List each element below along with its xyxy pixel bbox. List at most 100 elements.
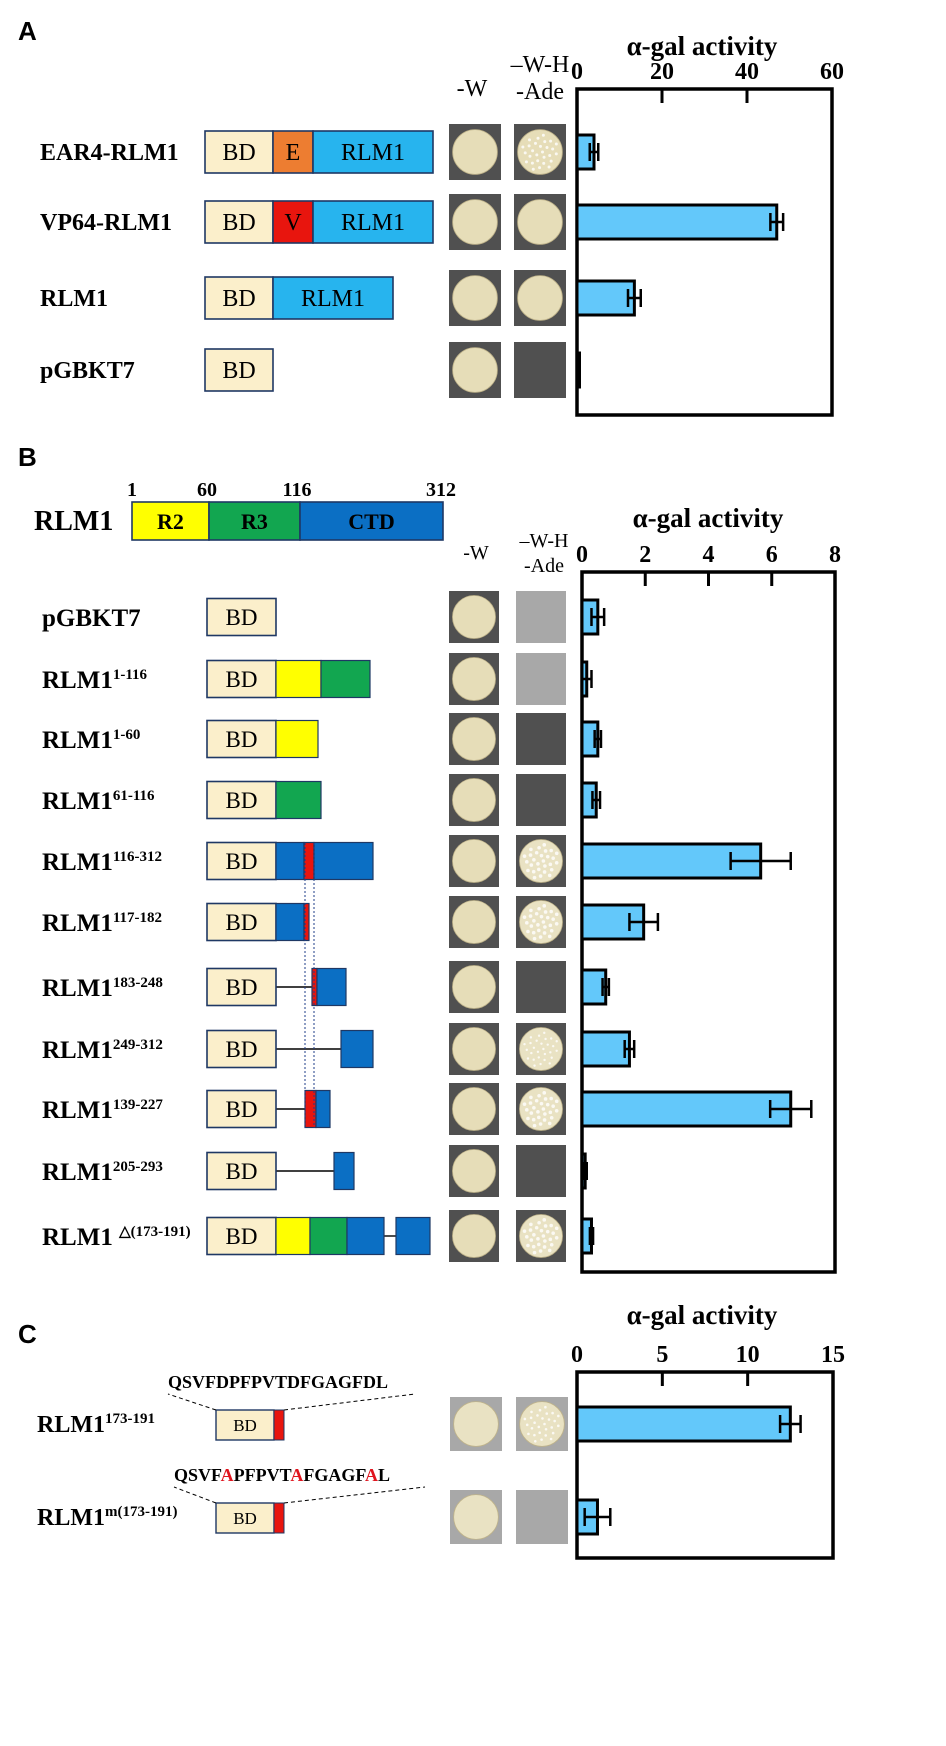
construct-segment — [275, 841, 305, 881]
colony-speckle — [551, 856, 555, 860]
colony-speckle — [525, 1048, 528, 1052]
peptide-segment: QSVF — [174, 1465, 222, 1485]
colony-speckle — [551, 1411, 554, 1415]
construct-segment — [346, 1216, 385, 1256]
colony-speckle — [536, 1050, 540, 1054]
colony-speckle — [523, 1042, 526, 1046]
construct-label-base: RLM1 — [42, 1037, 113, 1064]
colony-speckle — [526, 1243, 530, 1248]
colony-speckle — [543, 910, 548, 914]
construct-label-superscript: △(173-191) — [118, 1224, 191, 1240]
tick-label: 40 — [735, 59, 759, 85]
colony-speckle — [541, 1417, 544, 1420]
chart-frame — [575, 1370, 835, 1560]
plate-background — [516, 653, 566, 705]
colony-speckle — [528, 138, 532, 142]
colony-speckle — [529, 1416, 533, 1420]
colony-speckle — [543, 1239, 547, 1243]
peptide-segment: FGAGF — [303, 1465, 366, 1485]
colony-speckle — [538, 874, 543, 878]
bd-label: BD — [233, 1509, 257, 1528]
colony-speckle — [554, 1099, 559, 1104]
construct-label-base: RLM1 — [42, 1224, 119, 1251]
colony-speckle — [537, 1093, 541, 1098]
construct-label: pGBKT7 — [42, 605, 141, 632]
construct-label-superscript: 116-312 — [113, 849, 162, 865]
colony-speckle — [528, 914, 533, 918]
colony-speckle — [538, 1431, 542, 1435]
bd-domain — [204, 348, 274, 392]
colony-speckle — [524, 860, 529, 864]
bd-label: BD — [226, 1097, 258, 1122]
protein-domain-label: R3 — [241, 509, 268, 534]
chart-frame — [575, 87, 834, 417]
colony-speckle — [530, 1426, 534, 1430]
bd-domain — [206, 1151, 277, 1191]
bd-label: BD — [226, 605, 258, 630]
construct-row: RLM1249-312 BD — [42, 1023, 566, 1075]
tick-label: 6 — [766, 542, 778, 568]
construct-segment — [275, 902, 305, 942]
construct-segment — [316, 967, 347, 1007]
construct-label: RLM1116-312 — [42, 849, 162, 876]
colony-speckle — [544, 1405, 547, 1409]
plate-whade — [514, 342, 566, 398]
colony-speckle — [549, 159, 553, 163]
colony-speckle — [555, 1049, 558, 1052]
colony-speckle — [549, 1242, 554, 1247]
plate-background — [516, 774, 566, 826]
construct-label: pGBKT7 — [40, 358, 135, 384]
fusion-tag — [272, 130, 314, 174]
construct-label: EAR4-RLM1 — [40, 140, 179, 166]
yeast-colony — [452, 839, 496, 883]
construct-label-superscript: 61-116 — [113, 788, 155, 804]
colony-speckle — [537, 1056, 540, 1059]
bd-label: BD — [226, 727, 258, 752]
column-header-whade: –W-H — [510, 52, 570, 78]
colony-speckle — [525, 1423, 529, 1427]
plate-background — [516, 713, 566, 765]
colony-speckle — [526, 929, 530, 934]
bd-domain — [206, 1089, 277, 1129]
colony-speckle — [533, 1064, 536, 1067]
colony-speckle — [557, 1414, 560, 1418]
colony-speckle — [536, 862, 540, 866]
colony-speckle — [523, 151, 527, 155]
plate-background — [516, 1490, 568, 1544]
expansion-line — [173, 1486, 217, 1504]
colony-speckle — [545, 1102, 550, 1107]
construct-label: RLM1249-312 — [42, 1037, 163, 1064]
colony-speckle — [531, 1117, 536, 1122]
bd-domain — [204, 130, 274, 174]
colony-speckle — [548, 1237, 553, 1242]
bd-domain — [206, 902, 277, 942]
plate-whade — [516, 1145, 566, 1197]
panel-letter: A — [18, 16, 37, 46]
colony-speckle — [529, 1095, 533, 1100]
rlm1-domain-label: RLM1 — [341, 140, 405, 166]
bd-label: BD — [226, 1037, 258, 1062]
plate-w — [449, 270, 501, 326]
colony-speckle — [536, 1237, 540, 1241]
colony-speckle — [542, 1047, 545, 1051]
colony-speckle — [539, 1101, 544, 1106]
yeast-colony — [452, 965, 496, 1009]
colony-speckle — [527, 1432, 530, 1436]
colony-speckle — [548, 1110, 553, 1115]
construct-label-superscript: 139-227 — [113, 1097, 163, 1113]
rlm1-domain-label: RLM1 — [341, 210, 405, 236]
construct-label-base: RLM1 — [42, 667, 113, 694]
colony-speckle — [531, 1244, 536, 1249]
colony-speckle — [522, 915, 527, 919]
colony-speckle — [528, 1228, 533, 1232]
yeast-colony — [452, 199, 498, 245]
colony-speckle — [542, 870, 547, 874]
colony-speckle — [545, 1412, 549, 1415]
yeast-colony — [452, 129, 498, 175]
